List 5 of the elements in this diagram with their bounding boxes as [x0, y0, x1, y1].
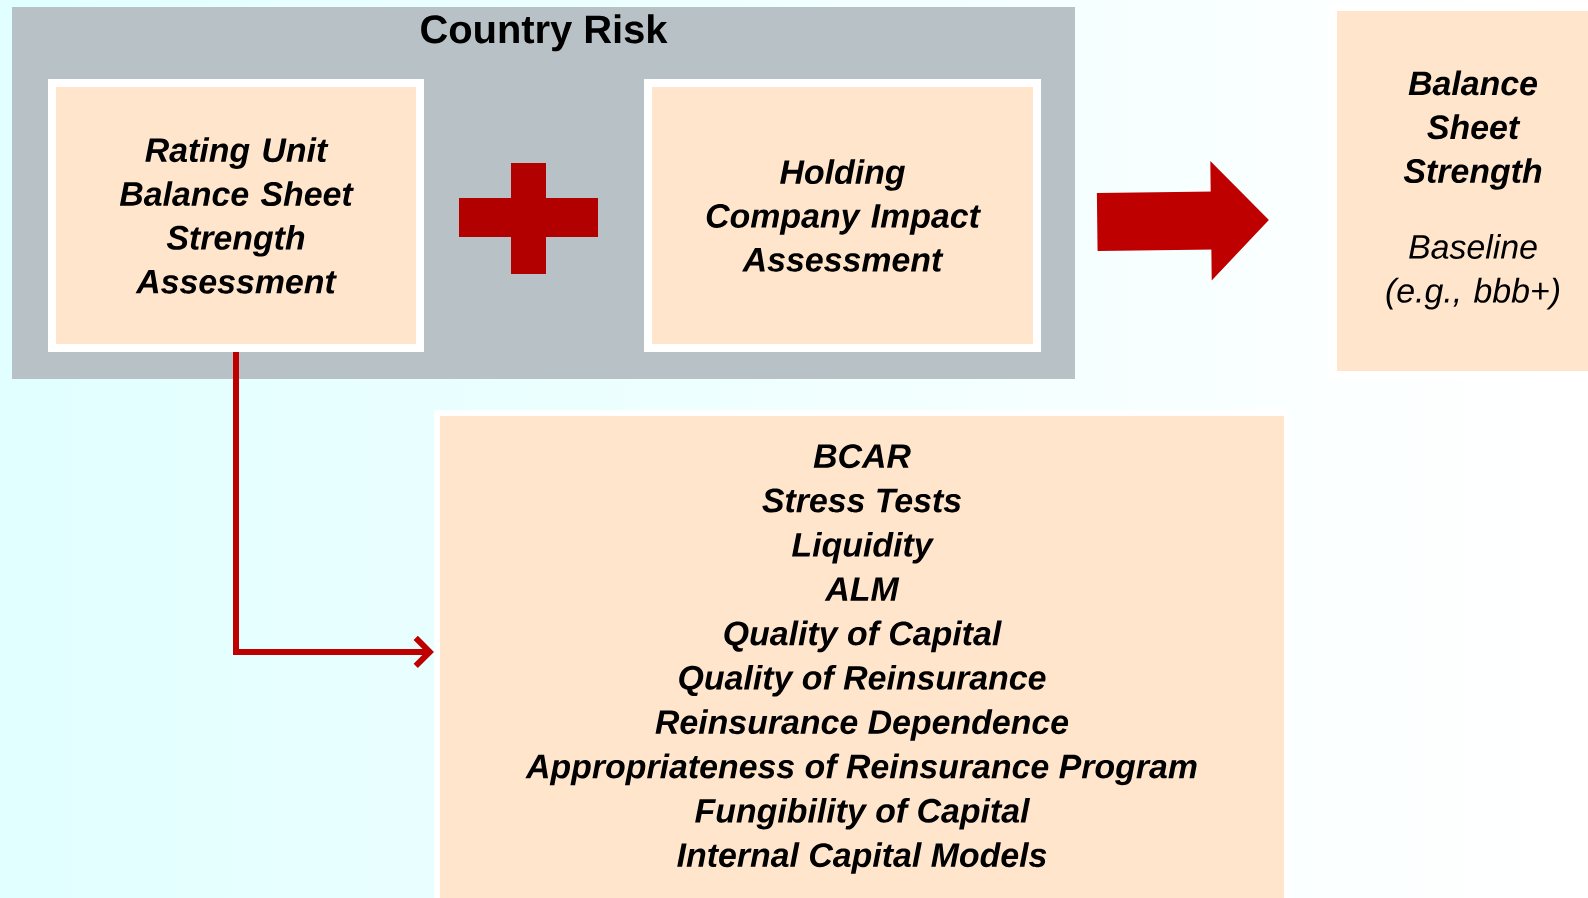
result-box: Balance Sheet Strength Baseline (e.g., bbb+) — [1329, 3, 1588, 379]
factor-list-box: BCAR Stress Tests Liquidity ALM Quality of Capital Quality of Reinsurance Reinsurance Dependence Appropriateness of Reinsurance Program Fungibility of Capital Internal Capital Models — [434, 410, 1290, 898]
assessment-box: Holding Company Impact Assessment — [644, 79, 1041, 352]
elbow-arrow — [233, 352, 434, 669]
assessment-box: Rating Unit Balance Sheet Strength Assessment — [48, 79, 424, 352]
